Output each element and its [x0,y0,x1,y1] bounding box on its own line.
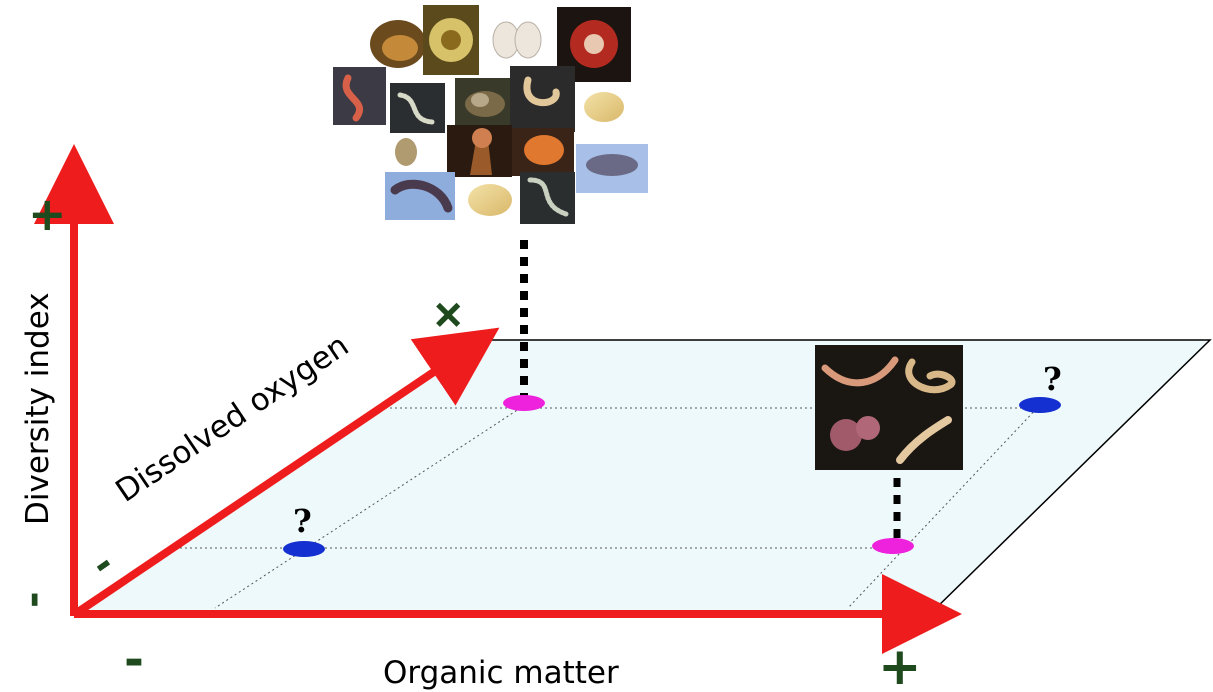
unknown-marker-high-oxygen-high-organic: ? [1043,360,1062,398]
organic-matter-axis-label: Organic matter [383,655,619,691]
pale-worm-photo [510,66,575,132]
red-worm-photo [333,67,386,125]
amphipod-photo [576,144,648,193]
isopod-photo [385,172,455,220]
site-marker-high-oxygen-high-organic [1019,397,1061,413]
diversity-plus-sign: + [28,187,67,241]
orange-anemone-photo [512,128,574,176]
bivalve-shell-photo [487,12,547,64]
polychaete-photo [390,83,445,133]
anemone-photo [423,5,479,75]
worm-community-photo [815,345,963,470]
site-marker-high-oxygen-low-organic [503,395,545,411]
clam-shell-photo [463,178,517,221]
tube-anemone-photo [447,125,512,177]
organic-oxygen-plane [80,340,1210,612]
organic-plus-sign: + [878,637,922,692]
scallop-shell-photo [575,88,637,128]
diverse-community-collage [333,5,648,224]
small-snail-photo [390,133,440,170]
clam-photo [368,15,426,70]
diversity-minus-sign: - [10,591,56,608]
oxygen-minus-sign: - [83,541,123,588]
unknown-marker-low-oxygen-low-organic: ? [293,502,312,540]
snail-photo [455,78,513,133]
diversity-axis-label: Diversity index [20,292,56,525]
site-marker-low-oxygen-high-organic [872,538,914,554]
organic-minus-sign: - [124,632,144,688]
site-marker-low-oxygen-low-organic [283,541,325,557]
bristle-worm-photo [520,172,575,224]
oxygen-plus-sign: + [417,281,482,346]
